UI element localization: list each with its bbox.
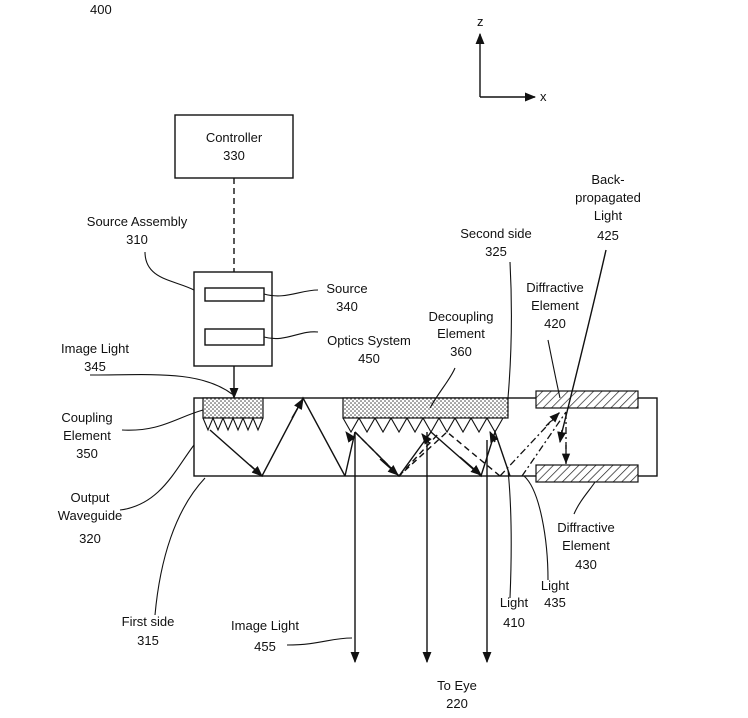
back-propagated-light-label: Back- propagated Light 425 bbox=[575, 172, 641, 243]
svg-text:450: 450 bbox=[358, 351, 380, 366]
svg-text:Waveguide: Waveguide bbox=[58, 508, 123, 523]
svg-text:Element: Element bbox=[63, 428, 111, 443]
controller-number: 330 bbox=[223, 148, 245, 163]
svg-text:430: 430 bbox=[575, 557, 597, 572]
svg-text:Image Light: Image Light bbox=[231, 618, 299, 633]
svg-text:Second side: Second side bbox=[460, 226, 532, 241]
svg-text:Diffractive: Diffractive bbox=[557, 520, 615, 535]
svg-text:Diffractive: Diffractive bbox=[526, 280, 584, 295]
output-waveguide-label: Output Waveguide 320 bbox=[58, 490, 123, 546]
svg-text:Decoupling: Decoupling bbox=[428, 309, 493, 324]
svg-text:To Eye: To Eye bbox=[437, 678, 477, 693]
second-side-label: Second side 325 bbox=[460, 226, 532, 259]
svg-text:425: 425 bbox=[597, 228, 619, 243]
svg-text:435: 435 bbox=[544, 595, 566, 610]
svg-text:310: 310 bbox=[126, 232, 148, 247]
svg-text:Light: Light bbox=[500, 595, 529, 610]
svg-text:Output: Output bbox=[70, 490, 109, 505]
waveguide-light-ray bbox=[209, 396, 346, 478]
svg-text:Image Light: Image Light bbox=[61, 341, 129, 356]
svg-text:First side: First side bbox=[122, 614, 175, 629]
svg-text:Back-: Back- bbox=[591, 172, 624, 187]
svg-text:420: 420 bbox=[544, 316, 566, 331]
svg-text:Element: Element bbox=[562, 538, 610, 553]
decoupling-element-label: Decoupling Element 360 bbox=[428, 309, 493, 359]
axes-indicator: z x bbox=[475, 14, 547, 104]
light-410-label: Light 410 bbox=[500, 595, 529, 630]
optics-system-element bbox=[204, 328, 265, 346]
svg-text:220: 220 bbox=[446, 696, 468, 711]
diffractive-element-430-label: Diffractive Element 430 bbox=[557, 520, 615, 572]
coupling-element-label: Coupling Element 350 bbox=[61, 410, 112, 461]
svg-text:Source: Source bbox=[326, 281, 367, 296]
svg-text:Source Assembly: Source Assembly bbox=[87, 214, 188, 229]
output-rays bbox=[350, 432, 492, 664]
leader-lines bbox=[89, 251, 596, 646]
svg-text:320: 320 bbox=[79, 531, 101, 546]
svg-text:Coupling: Coupling bbox=[61, 410, 112, 425]
coupling-grating bbox=[202, 416, 264, 432]
source-element bbox=[204, 287, 265, 302]
first-side-label: First side 315 bbox=[122, 614, 175, 648]
svg-text:Element: Element bbox=[437, 326, 485, 341]
decoupling-grating bbox=[342, 416, 504, 434]
diffractive-element-420 bbox=[535, 390, 639, 409]
svg-text:350: 350 bbox=[76, 446, 98, 461]
svg-text:455: 455 bbox=[254, 639, 276, 654]
z-axis-label: z bbox=[477, 14, 484, 29]
to-eye-label: To Eye 220 bbox=[437, 678, 477, 711]
svg-text:325: 325 bbox=[485, 244, 507, 259]
diffractive-element-430 bbox=[535, 464, 639, 483]
diffractive-element-420-label: Diffractive Element 420 bbox=[526, 280, 584, 331]
x-axis-label: x bbox=[540, 89, 547, 104]
controller-box bbox=[174, 114, 294, 179]
optics-system-label: Optics System 450 bbox=[327, 333, 411, 366]
svg-text:340: 340 bbox=[336, 299, 358, 314]
image-light-out-label: Image Light 455 bbox=[231, 618, 299, 654]
controller-label: Controller bbox=[206, 130, 263, 145]
light-435-label: Light 435 bbox=[541, 578, 570, 610]
svg-text:propagated: propagated bbox=[575, 190, 641, 205]
svg-text:410: 410 bbox=[503, 615, 525, 630]
source-label: Source 340 bbox=[326, 281, 367, 314]
svg-text:345: 345 bbox=[84, 359, 106, 374]
figure-number: 400 bbox=[90, 2, 112, 17]
dashed-ray-paths bbox=[345, 430, 501, 477]
svg-text:Light: Light bbox=[594, 208, 623, 223]
source-assembly-box bbox=[193, 271, 273, 367]
decoupling-element bbox=[342, 397, 509, 419]
svg-text:315: 315 bbox=[137, 633, 159, 648]
source-assembly-label: Source Assembly 310 bbox=[87, 214, 188, 247]
coupling-element bbox=[202, 397, 264, 419]
svg-text:360: 360 bbox=[450, 344, 472, 359]
svg-text:Element: Element bbox=[531, 298, 579, 313]
image-light-in-label: Image Light 345 bbox=[61, 341, 129, 374]
svg-text:Optics System: Optics System bbox=[327, 333, 411, 348]
svg-text:Light: Light bbox=[541, 578, 570, 593]
back-propagated-light-ray bbox=[559, 249, 607, 441]
